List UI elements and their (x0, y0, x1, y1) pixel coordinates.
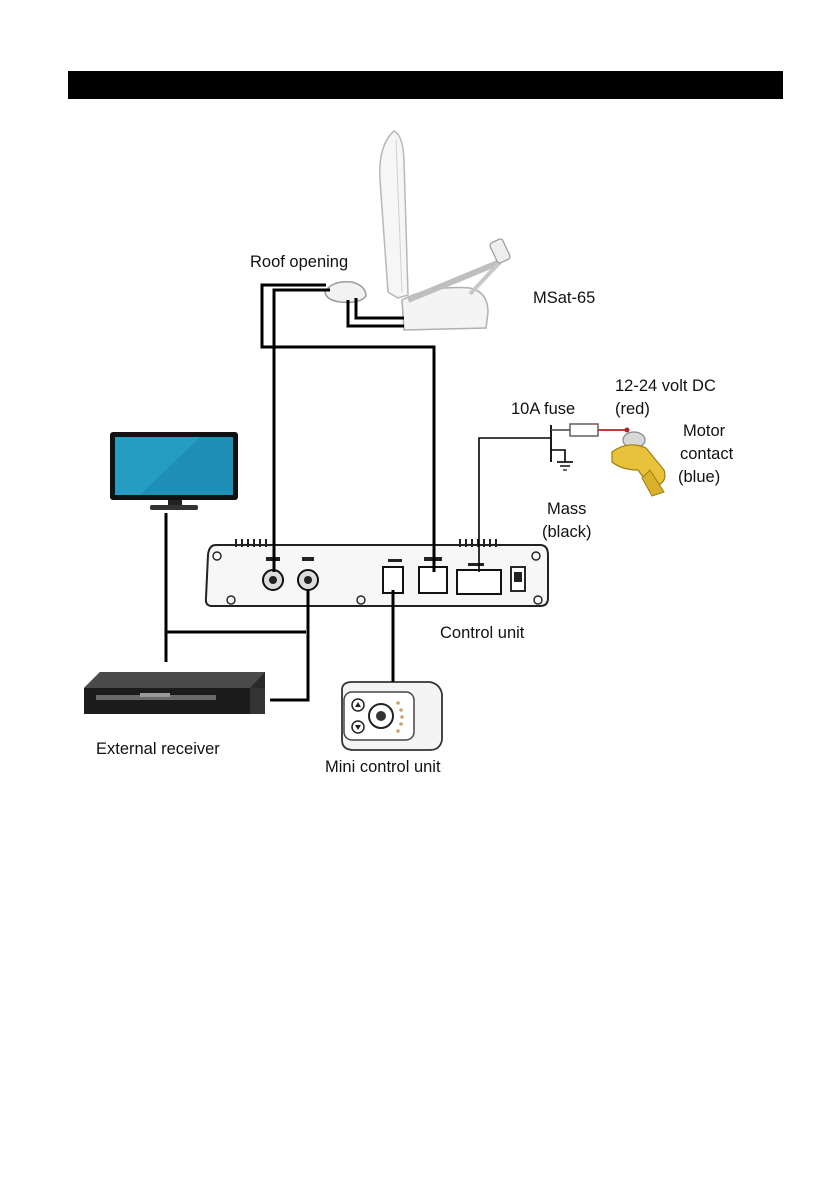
antenna-model-label: MSat-65 (533, 289, 595, 307)
mini-control-unit-label: Mini control unit (325, 758, 441, 776)
roof-opening-label: Roof opening (250, 253, 348, 271)
roof-opening-icon (325, 282, 366, 303)
supply-voltage-label: 12-24 volt DC (615, 377, 716, 395)
motor-contact-label-3: (blue) (678, 468, 720, 486)
motor-contact-label-2: contact (680, 445, 734, 463)
receiver-connector (298, 570, 318, 590)
supply-color-label: (red) (615, 400, 650, 418)
receiver-icon (84, 672, 265, 714)
control-unit-icon (206, 539, 548, 606)
mass-label-1: Mass (547, 500, 586, 518)
antenna-connector (263, 570, 283, 590)
control-unit-label: Control unit (440, 624, 525, 642)
fuse-icon (570, 424, 598, 436)
remote-icon (342, 682, 442, 750)
mass-label-2: (black) (542, 523, 592, 541)
satellite-dish-icon (380, 131, 511, 330)
tv-icon (110, 432, 238, 510)
motor-contact-label-1: Motor (683, 422, 726, 440)
external-receiver-label: External receiver (96, 740, 220, 758)
key-icon (612, 432, 665, 496)
fuse-label: 10A fuse (511, 400, 575, 418)
